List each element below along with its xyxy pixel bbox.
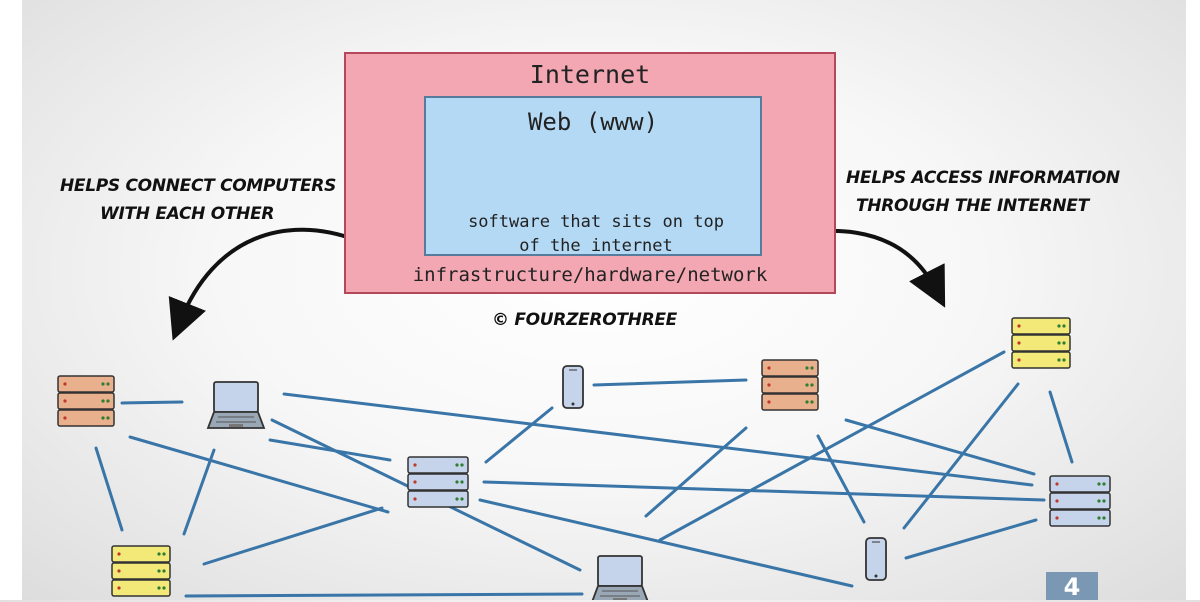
network-link [904, 518, 1038, 560]
network-link [902, 382, 1020, 530]
web-description-line1: software that sits on top [468, 212, 724, 232]
web-description: software that sits on top of the interne… [446, 210, 746, 258]
web-title: Web (www) [527, 108, 659, 136]
left-annotation-line1: HELPS CONNECT COMPUTERS [60, 176, 337, 196]
web-box: Web (www) software that sits on top of t… [424, 96, 762, 256]
right-border [1186, 0, 1200, 600]
network-link [268, 438, 392, 462]
laptop-top-left [207, 381, 265, 429]
network-link [182, 448, 216, 536]
network-link [94, 446, 124, 532]
network-link [644, 426, 748, 518]
network-link [202, 506, 384, 566]
network-link [1048, 390, 1074, 464]
network-link [128, 435, 390, 514]
network-link [592, 378, 748, 387]
network-link [120, 400, 184, 405]
server-yellow-bottom-left [111, 545, 171, 597]
server-blue-center [407, 456, 469, 508]
left-annotation-line2: WITH EACH OTHER [100, 204, 275, 224]
left-annotation: HELPS CONNECT COMPUTERS WITH EACH OTHER [60, 172, 350, 228]
internet-box: Internet Web (www) software that sits on… [344, 52, 836, 294]
server-orange-center [761, 359, 819, 411]
laptop-bottom-center [591, 555, 649, 600]
server-yellow-top-right [1011, 317, 1071, 369]
web-description-line2: of the internet [519, 236, 673, 256]
server-orange-left [57, 375, 115, 427]
left-curved-arrow [168, 227, 357, 341]
network-link [184, 592, 584, 598]
network-link [658, 350, 1006, 542]
brand-logo: 4 [1046, 572, 1098, 601]
internet-title: Internet [529, 60, 651, 89]
network-links [94, 350, 1074, 598]
phone-top-center [562, 365, 584, 409]
phone-bottom-right [865, 537, 887, 581]
right-annotation-line2: THROUGH THE INTERNET [856, 196, 1089, 216]
network-link [484, 406, 554, 464]
network-link [282, 392, 1034, 487]
server-blue-right [1049, 475, 1111, 527]
right-annotation-line1: HELPS ACCESS INFORMATION [846, 168, 1120, 188]
network-link [844, 418, 1036, 476]
right-annotation: HELPS ACCESS INFORMATION THROUGH THE INT… [846, 164, 1136, 220]
infrastructure-label: infrastructure/hardware/network [412, 264, 768, 286]
network-link [482, 480, 1046, 502]
network-link [478, 498, 854, 588]
left-border [0, 0, 22, 600]
copyright-credit: © FOURZEROTHREE [492, 310, 677, 330]
